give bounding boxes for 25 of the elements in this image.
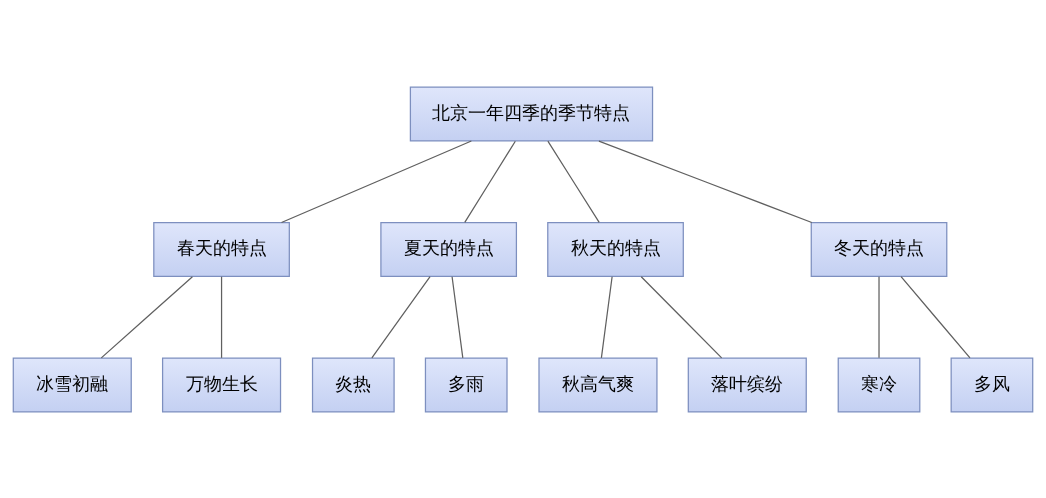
connector bbox=[547, 140, 600, 223]
node-box: 落叶缤纷 bbox=[687, 356, 807, 413]
connector bbox=[900, 275, 971, 358]
node-box: 夏天的特点 bbox=[380, 221, 518, 277]
node-box: 炎热 bbox=[311, 356, 395, 413]
node-box: 万物生长 bbox=[161, 356, 282, 413]
connector bbox=[640, 275, 723, 358]
node-box: 春天的特点 bbox=[153, 221, 290, 277]
node-box: 冰雪初融 bbox=[12, 356, 132, 413]
connector bbox=[464, 140, 516, 223]
node-box: 多雨 bbox=[424, 356, 508, 413]
node-box: 北京一年四季的季节特点 bbox=[409, 85, 654, 142]
connector bbox=[878, 275, 880, 358]
connector bbox=[371, 275, 431, 358]
connector bbox=[280, 139, 472, 223]
connector bbox=[220, 275, 223, 358]
node-box: 秋天的特点 bbox=[547, 221, 684, 277]
node-box: 多风 bbox=[950, 356, 1034, 413]
connector bbox=[598, 139, 813, 223]
connector bbox=[600, 275, 613, 358]
connector bbox=[451, 275, 464, 358]
connector bbox=[100, 275, 194, 358]
node-box: 寒冷 bbox=[837, 356, 921, 413]
node-box: 秋高气爽 bbox=[538, 356, 658, 413]
node-box: 冬天的特点 bbox=[810, 221, 948, 277]
